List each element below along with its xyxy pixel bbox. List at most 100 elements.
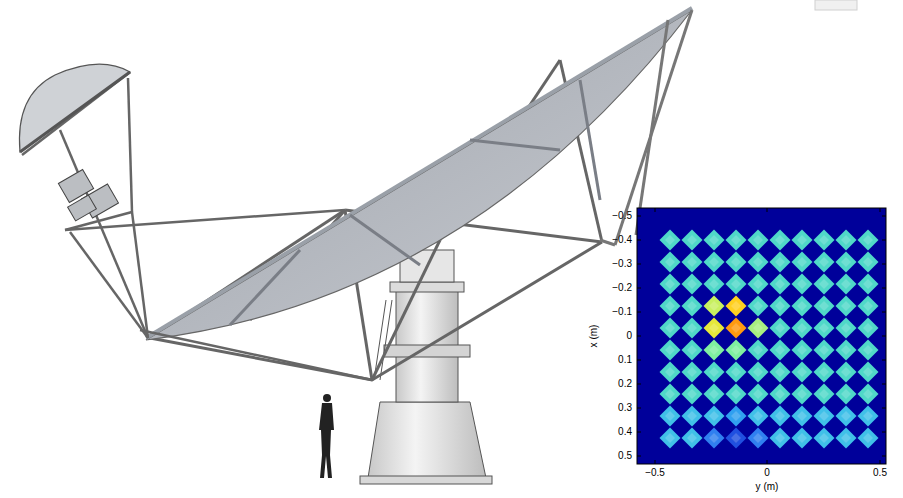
- heatmap-diamond: [704, 340, 725, 361]
- axis-tick-label: 0.2: [618, 378, 632, 390]
- heatmap-diamond: [682, 252, 703, 273]
- heatmap-diamond: [814, 384, 835, 405]
- heatmap-diamond: [726, 384, 747, 405]
- heatmap-diamond: [682, 428, 703, 449]
- diamond-highlight: [841, 345, 851, 355]
- heatmap-diamond: [858, 252, 879, 273]
- axis-tick-label: 0: [626, 330, 632, 342]
- heatmap-diamond: [770, 428, 791, 449]
- heatmap-diamond: [836, 384, 857, 405]
- diamond-highlight: [753, 235, 763, 245]
- heatmap-diamond: [660, 252, 681, 273]
- heatmap-diamond: [660, 406, 681, 427]
- heatmap-diamond: [858, 296, 879, 317]
- axis-tick: [767, 460, 768, 464]
- heatmap-diamond: [726, 362, 747, 383]
- diamond-highlight: [731, 279, 741, 289]
- diamond-highlight: [731, 323, 741, 333]
- heatmap-diamond: [682, 296, 703, 317]
- axis-tick: [882, 240, 886, 241]
- diamond-highlight: [863, 279, 873, 289]
- heatmap-diamond: [814, 252, 835, 273]
- diamond-highlight: [775, 301, 785, 311]
- axis-title: y (m): [756, 481, 779, 493]
- diamond-highlight: [731, 345, 741, 355]
- heatmap-diamond: [704, 362, 725, 383]
- diamond-highlight: [665, 411, 675, 421]
- axis-tick-label: 0.1: [618, 354, 632, 366]
- heatmap-diamond: [704, 318, 725, 339]
- axis-tick: [655, 460, 656, 464]
- diamond-highlight: [819, 411, 829, 421]
- diamond-highlight: [841, 257, 851, 267]
- axis-ticks: [637, 208, 886, 464]
- heatmap-diamond: [660, 296, 681, 317]
- diamond-highlight: [841, 389, 851, 399]
- diamond-highlight: [775, 279, 785, 289]
- heatmap-diamond: [792, 274, 813, 295]
- reflector-rim: [146, 8, 692, 338]
- axis-tick: [655, 208, 656, 212]
- axis-tick: [637, 240, 641, 241]
- subreflector-support: [22, 72, 372, 380]
- heatmap-diamond: [770, 340, 791, 361]
- axis-tick: [882, 336, 886, 337]
- heatmap-diamond: [836, 230, 857, 251]
- heatmap-diamond: [682, 230, 703, 251]
- diamond-highlight: [797, 345, 807, 355]
- axis-tick-label: −0.2: [612, 282, 632, 294]
- axis-tick: [637, 312, 641, 313]
- diamond-highlight: [819, 257, 829, 267]
- heatmap-diamond: [814, 274, 835, 295]
- diamond-highlight: [863, 257, 873, 267]
- heatmap-diamond: [704, 252, 725, 273]
- heatmap-diamond: [792, 406, 813, 427]
- diamond-highlight: [819, 323, 829, 333]
- heatmap-diamond: [858, 318, 879, 339]
- diamond-highlight: [687, 235, 697, 245]
- heatmap-diamond: [858, 340, 879, 361]
- diamond-highlight: [863, 367, 873, 377]
- axis-tick: [767, 208, 768, 212]
- heatmap-diamond: [792, 428, 813, 449]
- heatmap-diamond: [660, 340, 681, 361]
- diamond-highlight: [841, 367, 851, 377]
- heatmap-diamond: [726, 252, 747, 273]
- diamond-highlight: [797, 411, 807, 421]
- diamond-highlight: [687, 367, 697, 377]
- heatmap-diamond: [726, 230, 747, 251]
- heatmap-diamond: [792, 296, 813, 317]
- heatmap-diamond: [814, 340, 835, 361]
- diamond-highlight: [863, 411, 873, 421]
- axis-tick: [882, 216, 886, 217]
- axis-tick: [882, 264, 886, 265]
- heatmap-diamond: [704, 274, 725, 295]
- diamond-highlight: [753, 389, 763, 399]
- heatmap-diamond: [792, 384, 813, 405]
- heatmap-diamond: [748, 230, 769, 251]
- heatmap-diamond: [726, 406, 747, 427]
- heatmap-area: [637, 208, 886, 464]
- diamond-highlight: [797, 257, 807, 267]
- diamond-highlight: [709, 411, 719, 421]
- diamond-highlight: [753, 411, 763, 421]
- heatmap-diamond: [660, 384, 681, 405]
- heatmap-diamond: [858, 428, 879, 449]
- axis-tick-label: 0.5: [618, 450, 632, 462]
- diamond-highlight: [797, 301, 807, 311]
- diamond-highlight: [687, 389, 697, 399]
- diamond-highlight: [775, 323, 785, 333]
- diamond-highlight: [753, 301, 763, 311]
- diamond-highlight: [709, 389, 719, 399]
- diamond-highlight: [665, 257, 675, 267]
- diamond-highlight: [665, 279, 675, 289]
- heatmap-diamond: [836, 362, 857, 383]
- axis-tick: [637, 432, 641, 433]
- diamond-highlight: [775, 235, 785, 245]
- diamond-highlight: [863, 345, 873, 355]
- heatmap-diamond: [682, 362, 703, 383]
- axis-tick-label: 0.5: [873, 467, 887, 479]
- dish-ribs: [230, 80, 600, 325]
- heatmap-diamond: [770, 384, 791, 405]
